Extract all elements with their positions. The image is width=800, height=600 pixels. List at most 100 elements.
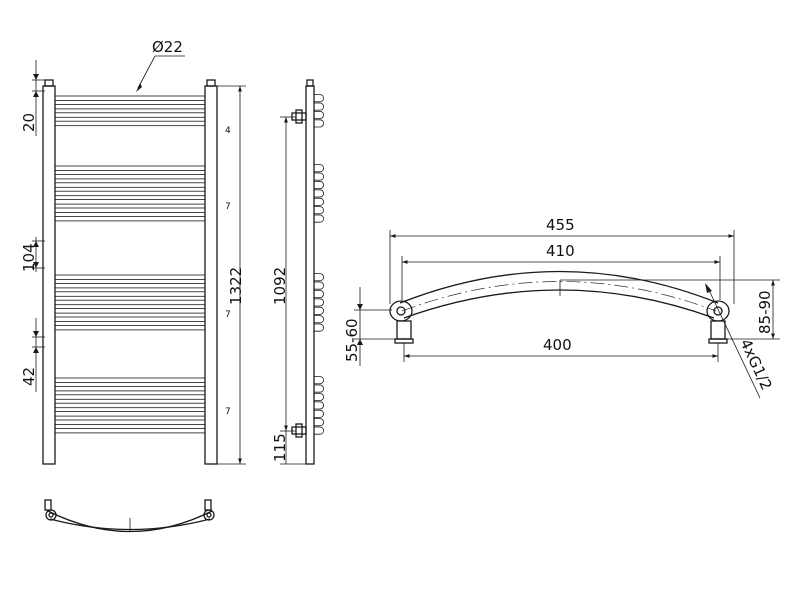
right-collector [204,85,218,465]
small-left-connector [45,509,57,521]
side-tube-profile [314,111,324,119]
diameter-arrow [136,83,142,92]
horizontal-tube [54,324,206,331]
side-top-bracket-nut [295,109,303,124]
horizontal-tube [54,427,206,434]
horizontal-tube [54,377,206,383]
tube-diameter-label: Ø22 [152,38,183,56]
horizontal-tube [54,419,206,425]
small-top-view [44,499,215,533]
dim-20-arrow-b [33,91,39,97]
dim-115-label: 115 [271,433,289,462]
side-tube-profile [314,298,324,307]
horizontal-tube [54,385,206,392]
side-tube-profile [314,189,324,198]
dim-42-arrow-a [33,331,39,337]
dim-20-label: 20 [20,113,38,132]
side-tube-profile [314,409,324,418]
dim-410-label: 410 [546,242,575,260]
small-right-connector [203,509,215,521]
left-valve-body [396,320,412,340]
side-collector [305,85,315,465]
left-valve-base [394,338,414,344]
dim-104-arrow-a [33,241,39,247]
horizontal-tube [54,190,206,197]
thread-leader-arrow [705,283,712,293]
side-tube-profile [314,315,324,324]
side-bottom-bracket [291,426,307,435]
left-vent-cap [44,79,54,87]
horizontal-tube [54,274,206,280]
group-count-2: 7 [225,202,231,212]
horizontal-tube [54,173,206,180]
horizontal-tube [54,308,206,314]
side-tube-profile [314,418,324,427]
dim-455-label: 455 [546,216,575,234]
front-view: Ø22 20 104 42 1322 4 7 7 7 [20,38,246,465]
curved-tube-outer [399,270,719,304]
horizontal-tube [54,182,206,188]
side-bottom-bracket-nut [295,423,303,438]
horizontal-tube [54,215,206,222]
side-top-bracket [291,112,307,121]
side-tube-profile [314,206,324,215]
side-tube-profile [314,94,324,103]
dim-55-60-label: 55-60 [343,318,361,362]
horizontal-tube [54,402,206,409]
thread-label: 4xG1/2 [736,336,775,393]
horizontal-tube [54,207,206,213]
horizontal-tube [54,120,206,127]
right-connector [706,300,730,322]
curved-tube-axis [401,281,717,312]
dim-104-arrow-b [33,262,39,268]
horizontal-tubes [54,95,206,434]
horizontal-tube [54,112,206,118]
dim-85-90-label: 85-90 [756,290,774,334]
horizontal-tube [54,411,206,417]
side-tube-profile [314,376,324,385]
side-tube-profile [314,401,324,410]
horizontal-tube [54,95,206,101]
horizontal-tube [54,299,206,306]
diameter-leader [137,55,156,89]
horizontal-tube [54,199,206,205]
horizontal-tube [54,316,206,322]
side-tube-profile [314,273,324,282]
dim-55-60-arrow-b [357,339,363,345]
horizontal-tube [54,165,206,171]
dim-42-arrow-b [33,347,39,353]
dim-400-label: 400 [543,336,572,354]
small-left-valve [44,499,52,511]
side-tube-profiles [314,94,324,435]
side-tube-profile [314,172,324,181]
side-vent-cap [306,79,314,87]
dim-55-60-arrow-a [357,304,363,310]
side-tube-profile [314,214,324,223]
horizontal-tube [54,291,206,297]
small-right-connector-core [206,512,212,518]
top-view: 455 410 400 55-60 85-90 4xG1/2 [343,216,780,399]
side-tube-profile [314,102,324,111]
side-tube-profile [314,281,324,290]
group-count-4: 7 [225,407,231,417]
left-connector-core [396,306,406,316]
curved-tube-inner [403,289,715,319]
thread-leader [707,287,761,399]
left-connector [389,300,413,322]
right-connector-core [713,306,723,316]
side-tube-profile [314,384,324,393]
right-vent-cap [206,79,216,87]
right-valve-base [708,338,728,344]
side-tube-profile [314,197,324,206]
dim-42-label: 42 [20,367,38,386]
group-count-1: 4 [225,126,231,136]
side-tube-profile [314,181,324,189]
side-tube-profile [314,323,324,332]
horizontal-tube [54,394,206,400]
left-collector [42,85,56,465]
small-right-valve [204,499,212,511]
small-left-connector-core [48,512,54,518]
side-tube-profile [314,119,324,128]
side-view: 1092 115 [271,79,324,465]
